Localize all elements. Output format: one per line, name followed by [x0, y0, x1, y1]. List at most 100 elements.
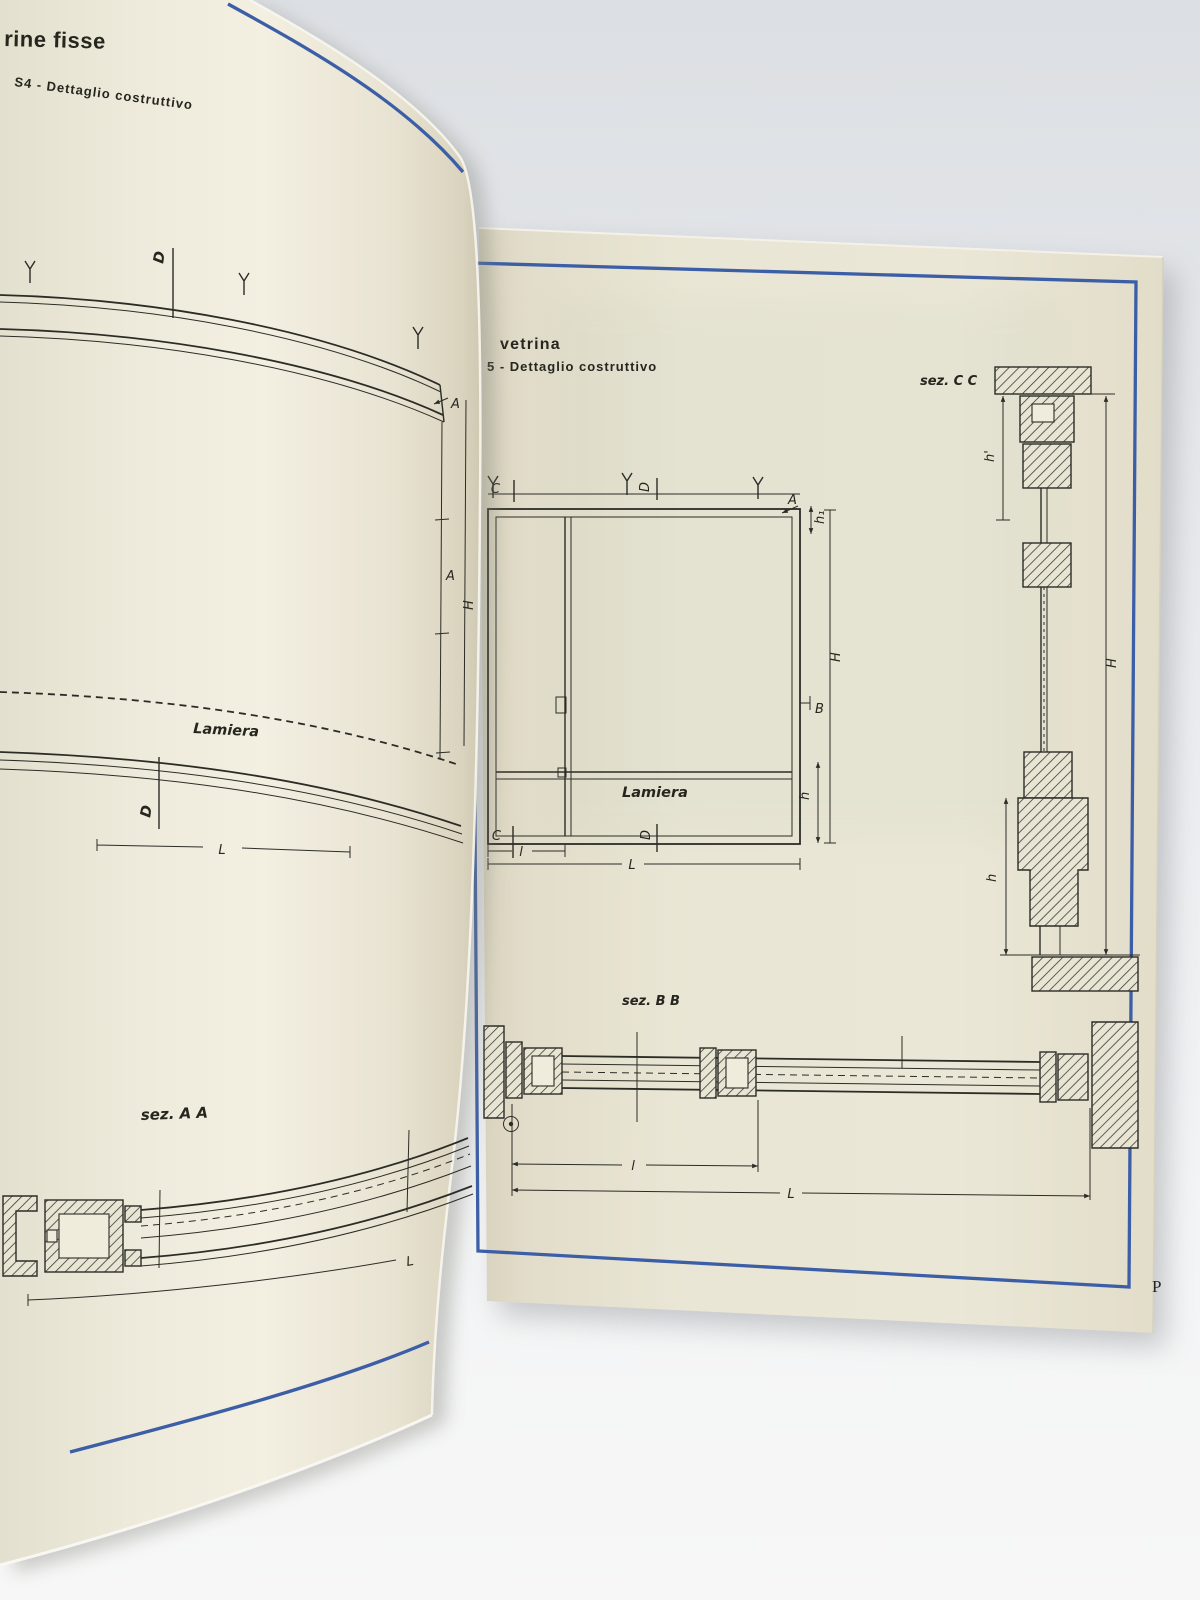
- dim-c-top: C: [491, 482, 501, 497]
- aa-tick-2: [158, 1189, 161, 1269]
- bb-panel-line-4: [561, 1079, 1041, 1087]
- left-page-edge-highlight: [249, 0, 482, 1416]
- right-page-header: vetrina 5 - Dettaglio costruttivo: [487, 336, 657, 374]
- bb-center-profile-a: [699, 1047, 717, 1099]
- left-page-title: rine fisse: [4, 26, 106, 54]
- bb-panel-line-1: [561, 1055, 1041, 1063]
- left-height-dim-line: [434, 421, 451, 759]
- right-page-right-edge: [1152, 256, 1164, 1334]
- aa-dim-l: L: [405, 1254, 415, 1270]
- dim-b: B: [815, 702, 824, 717]
- door-latch: [557, 767, 567, 778]
- aa-panel-line-4: [140, 1165, 472, 1239]
- left-elev-line-2: [0, 301, 442, 393]
- bb-panel-line-3: [561, 1071, 1041, 1079]
- aa-channel-profile: [2, 1195, 38, 1277]
- left-page-blue-frame-bottom: [69, 1340, 430, 1454]
- left-page-paper: [0, 0, 481, 1565]
- left-dim-a-height: A: [445, 569, 455, 584]
- cc-head-cavity: [1031, 403, 1055, 423]
- left-page: rine fisse S4 - Dettaglio costruttivo D …: [0, 0, 495, 1573]
- dim-l-total: L: [628, 858, 635, 873]
- dim-h-total: H: [829, 652, 844, 662]
- l-door-dim-line: [487, 845, 566, 857]
- dim-d-top: D: [638, 482, 653, 492]
- left-dim-a-detail: A: [450, 397, 460, 412]
- left-elev-line-7: [0, 768, 464, 844]
- left-dim-h-height: H: [462, 600, 477, 610]
- cc-sill-profile: [1017, 797, 1089, 927]
- dim-d-bottom: D: [639, 830, 654, 840]
- cc-transom-profile: [1022, 443, 1072, 489]
- bb-panel-line-5: [561, 1087, 1041, 1095]
- section-aa-label: sez. A A: [141, 1104, 209, 1124]
- dim-h1: h₁: [813, 511, 828, 524]
- bb-center-cavity: [725, 1057, 749, 1089]
- material-label: Lamiera: [622, 785, 688, 801]
- bb-left-cavity: [531, 1055, 555, 1087]
- dim-bb-l-door: l: [631, 1159, 635, 1174]
- aa-clip-bottom: [124, 1249, 142, 1267]
- door-handle: [555, 696, 567, 714]
- right-page-top-edge: [478, 227, 1164, 258]
- left-elevation-drawing: D A A H Lamiera D L: [0, 248, 477, 858]
- page-number: P: [1152, 1277, 1161, 1296]
- dim-l-door: l: [519, 845, 523, 860]
- left-l-dim-line: [96, 839, 351, 858]
- dim-cc-h-total: H: [1105, 658, 1120, 668]
- section-bb-drawing: sez. B B l L: [483, 994, 1139, 1202]
- dim-h-sill: h: [985, 874, 1000, 882]
- aa-panel-line-5: [140, 1185, 473, 1259]
- aa-clip-top: [124, 1205, 142, 1223]
- right-page-subtitle: 5 - Dettaglio costruttivo: [487, 359, 657, 374]
- bb-right-wall: [1091, 1021, 1139, 1149]
- l-total-dim-line: [487, 858, 801, 870]
- aa-tick-1: [406, 1129, 410, 1213]
- left-material-label: Lamiera: [193, 721, 260, 740]
- aa-panel-line-6: [140, 1193, 474, 1267]
- left-elev-line-5: [0, 751, 462, 827]
- bb-left-wall: [483, 1025, 505, 1119]
- bb-l-total-dim: [512, 1190, 1090, 1196]
- right-page-title: vetrina: [500, 336, 561, 353]
- section-cc-label: sez. C C: [920, 374, 978, 389]
- left-dim-d-top: D: [151, 250, 169, 265]
- elevation-inner-frame: [495, 516, 793, 837]
- bb-l-door-dim: [512, 1164, 758, 1166]
- cc-bottom-wall: [1031, 956, 1139, 992]
- cc-top-wall: [994, 366, 1092, 395]
- left-elev-end-cap: [439, 384, 445, 423]
- bb-right-profile-b: [1057, 1053, 1089, 1101]
- bb-roller-circle: [503, 1116, 519, 1132]
- section-aa-drawing: sez. A A L: [2, 1104, 474, 1306]
- left-elev-line-3: [0, 328, 444, 416]
- left-a-arrow: [433, 397, 449, 405]
- bb-right-profile-a: [1039, 1051, 1057, 1103]
- left-elev-line-4: [0, 335, 445, 423]
- left-h-dim-line: [463, 399, 467, 747]
- left-dashed-line: [0, 691, 460, 766]
- dim-c-bottom: C: [492, 829, 502, 844]
- right-page: vetrina 5 - Dettaglio costruttivo Lamier…: [469, 227, 1175, 1347]
- left-dim-d-mid: D: [138, 804, 156, 819]
- left-elev-line-6: [0, 759, 463, 835]
- bb-panel-line-2: [561, 1063, 1041, 1071]
- bb-left-profile-a: [505, 1041, 523, 1099]
- cc-mid-profile: [1022, 542, 1072, 588]
- aa-panel-line-1: [140, 1137, 469, 1211]
- dim-h-panel: h: [798, 792, 813, 800]
- section-cc-drawing: sez. C C h' H h: [920, 366, 1140, 992]
- cc-lower-profile: [1023, 751, 1073, 799]
- b-section-tick: [800, 696, 811, 710]
- h-total-dim-line: [824, 509, 836, 844]
- elevation-dimensions: C D A h₁ H B h C l D L: [487, 472, 844, 873]
- elevation-drawing: Lamiera: [487, 508, 801, 845]
- bb-roller-dot: [508, 1121, 514, 1127]
- left-elev-line-1: [0, 294, 441, 386]
- cc-hprime-dim: [996, 396, 1010, 521]
- dim-bb-l-total: L: [787, 1187, 794, 1202]
- left-dim-l-width: L: [218, 843, 225, 858]
- aa-small-cavity: [46, 1229, 58, 1243]
